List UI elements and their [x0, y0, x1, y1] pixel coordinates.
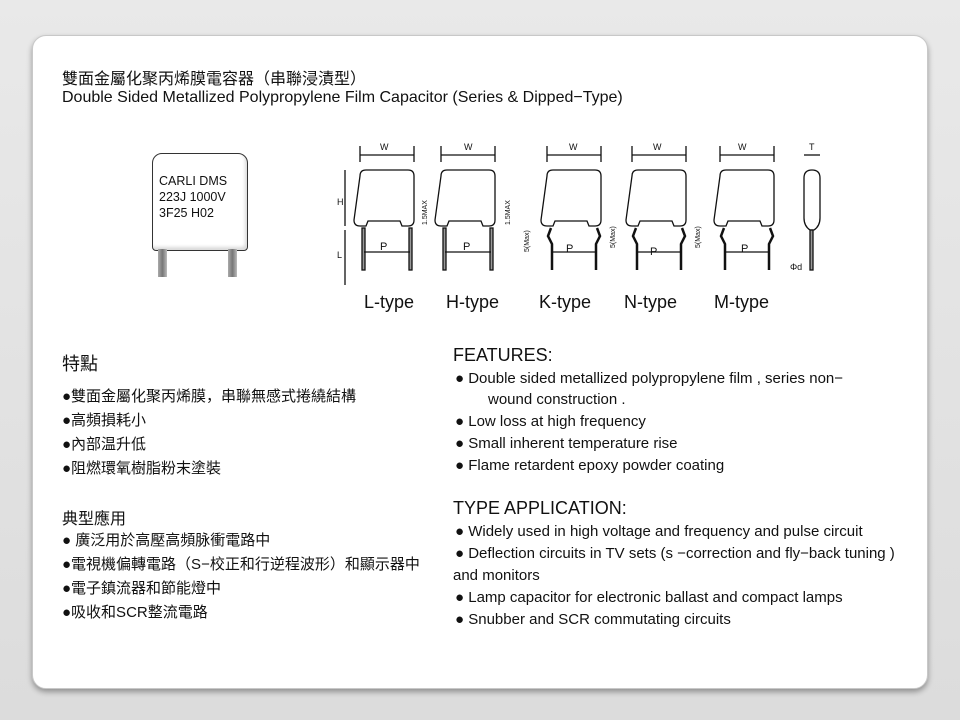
dim-5max-k: 5(Max): [524, 230, 531, 252]
cn-features-heading: 特點: [62, 354, 98, 374]
cn-application-heading: 典型應用: [62, 511, 127, 528]
type-label-l: L-type: [364, 292, 414, 312]
dim-15max-l: 1.5MAX: [422, 200, 429, 225]
n-type-formed-leads: [631, 227, 687, 270]
m-type-formed-leads: [719, 227, 775, 270]
type-label-h: H-type: [446, 292, 499, 312]
cn-feature: ●雙面金屬化聚丙烯膜，串聯無感式捲繞結構: [62, 388, 357, 405]
cn-application: ● 廣泛用於高壓高頻脉衝電路中: [62, 532, 271, 549]
dim-p-n: P: [650, 246, 657, 258]
en-feature: ● Flame retardent epoxy powder coating: [455, 457, 725, 474]
dim-15max-h: 1.5MAX: [505, 200, 512, 225]
dim-d: Φd: [790, 262, 802, 272]
capacitor-lead-left: [158, 249, 167, 277]
dim-p-k: P: [566, 243, 573, 255]
en-application: ● Widely used in high voltage and freque…: [455, 523, 863, 540]
en-feature: ● Double sided metallized polypropylene …: [455, 370, 844, 387]
cn-feature: ●阻燃環氧樹脂粉末塗裝: [62, 460, 222, 477]
cn-feature: ●高頻損耗小: [62, 412, 147, 429]
dim-l: L: [337, 250, 342, 260]
dim-w-m: W: [738, 142, 747, 152]
en-application-heading: TYPE APPLICATION:: [453, 498, 627, 518]
dimension-diagrams: W W W W W T H L P P P P P Φd 1.5MAX 1.5M…: [337, 142, 821, 312]
l-type-lead: [408, 227, 413, 271]
dim-w-n: W: [653, 142, 662, 152]
dim-5max-n: 5(Max): [610, 226, 617, 248]
en-feature: ● Small inherent temperature rise: [455, 435, 678, 452]
m-type-body: [713, 169, 775, 227]
h-type-body: [434, 169, 496, 227]
cn-application: ●電視機偏轉電路（S−校正和行逆程波形）和顯示器中: [62, 556, 420, 573]
en-feature: ● Low loss at high frequency: [455, 413, 646, 430]
cn-feature: ●內部温升低: [62, 436, 147, 453]
dim-t: T: [809, 142, 815, 152]
k-type-formed-leads: [546, 227, 602, 270]
type-label-k: K-type: [539, 292, 591, 312]
marking-line-2: 223J 1000V: [159, 190, 226, 204]
type-label-m: M-type: [714, 292, 769, 312]
marking-line-1: CARLI DMS: [159, 174, 228, 188]
en-application: ● Deflection circuits in TV sets (s −cor…: [455, 545, 895, 562]
en-feature-cont: wound construction .: [488, 391, 626, 408]
marking-line-3: 3F25 H02: [159, 206, 214, 220]
en-application-cont: and monitors: [453, 567, 540, 584]
title-chinese: 雙面金屬化聚丙烯膜電容器（串聯浸漬型）: [62, 71, 367, 88]
dim-5max-m: 5(Max): [695, 226, 702, 248]
dim-w-l: W: [380, 142, 389, 152]
capacitor-body: CARLI DMS 223J 1000V 3F25 H02: [152, 153, 248, 251]
capacitor-photo: CARLI DMS 223J 1000V 3F25 H02: [152, 153, 252, 283]
k-type-body: [540, 169, 602, 227]
l-type-body: [353, 169, 415, 227]
type-label-n: N-type: [624, 292, 677, 312]
dim-p-m: P: [741, 243, 748, 255]
h-type-lead: [489, 227, 494, 271]
cn-application: ●電子鎮流器和節能燈中: [62, 580, 222, 597]
side-view-lead: [809, 229, 814, 271]
en-features-heading: FEATURES:: [453, 345, 553, 365]
title-english: Double Sided Metallized Polypropylene Fi…: [62, 89, 623, 106]
cn-application: ●吸收和SCR整流電路: [62, 604, 208, 621]
l-type-lead: [361, 227, 366, 271]
capacitor-lead-right: [228, 249, 237, 277]
en-application: ● Snubber and SCR commutating circuits: [455, 611, 731, 628]
dim-w-k: W: [569, 142, 578, 152]
side-view-body: [803, 169, 821, 231]
dim-p-l: P: [380, 241, 387, 253]
en-application: ● Lamp capacitor for electronic ballast …: [455, 589, 843, 606]
document-card: [32, 35, 928, 689]
dim-w-h: W: [464, 142, 473, 152]
dim-p-h: P: [463, 241, 470, 253]
n-type-body: [625, 169, 687, 227]
h-type-lead: [442, 227, 447, 271]
dim-h: H: [337, 197, 344, 207]
